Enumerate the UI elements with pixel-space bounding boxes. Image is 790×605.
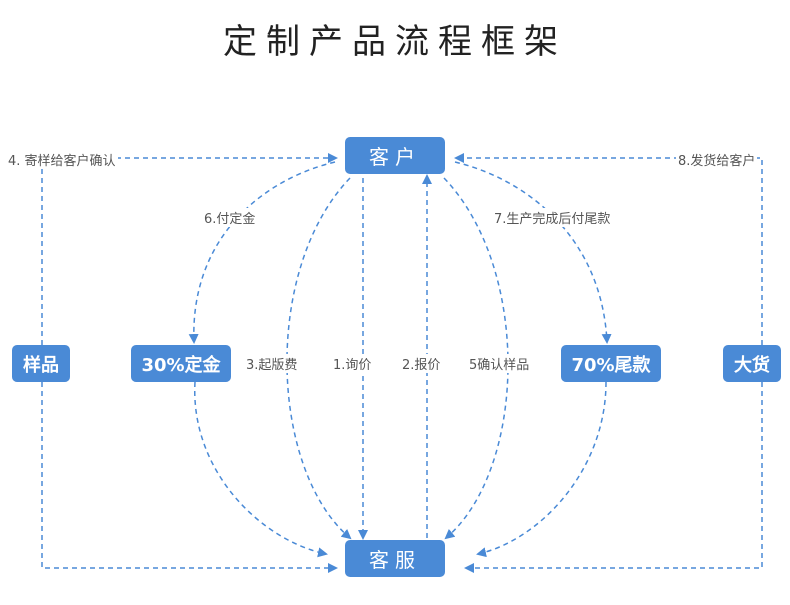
label-step5: 5确认样品 <box>467 354 532 373</box>
arrow-customer-to-deposit <box>188 161 336 344</box>
label-step7: 7.生产完成后付尾款 <box>492 208 613 227</box>
page-title: 定制产品流程框架 <box>223 22 567 62</box>
arrow-deposit-to-service <box>194 381 328 558</box>
arrow-confirm-sample <box>443 177 509 540</box>
node-balance: 70%尾款 <box>561 345 661 382</box>
arrow-bulk-to-customer <box>454 153 763 345</box>
node-sample: 样品 <box>12 345 70 382</box>
node-customer: 客户 <box>345 137 445 174</box>
arrow-setup-fee <box>286 177 352 540</box>
label-step1: 1.询价 <box>331 354 374 373</box>
node-bulk: 大货 <box>723 345 781 382</box>
arrow-customer-to-balance <box>454 161 612 344</box>
label-step8: 8.发货给客户 <box>676 150 758 169</box>
label-step6: 6.付定金 <box>202 208 258 227</box>
arrow-sample-to-customer <box>41 153 338 345</box>
label-step2: 2.报价 <box>400 354 443 373</box>
node-service: 客服 <box>345 540 445 577</box>
label-step3: 3.起版费 <box>244 354 300 373</box>
arrow-service-to-sample <box>41 382 338 573</box>
node-deposit: 30%定金 <box>131 345 231 382</box>
label-step4: 4. 寄样给客户确认 <box>6 150 118 169</box>
arrow-balance-to-service <box>476 381 607 558</box>
arrow-bulk-to-service <box>464 382 763 573</box>
